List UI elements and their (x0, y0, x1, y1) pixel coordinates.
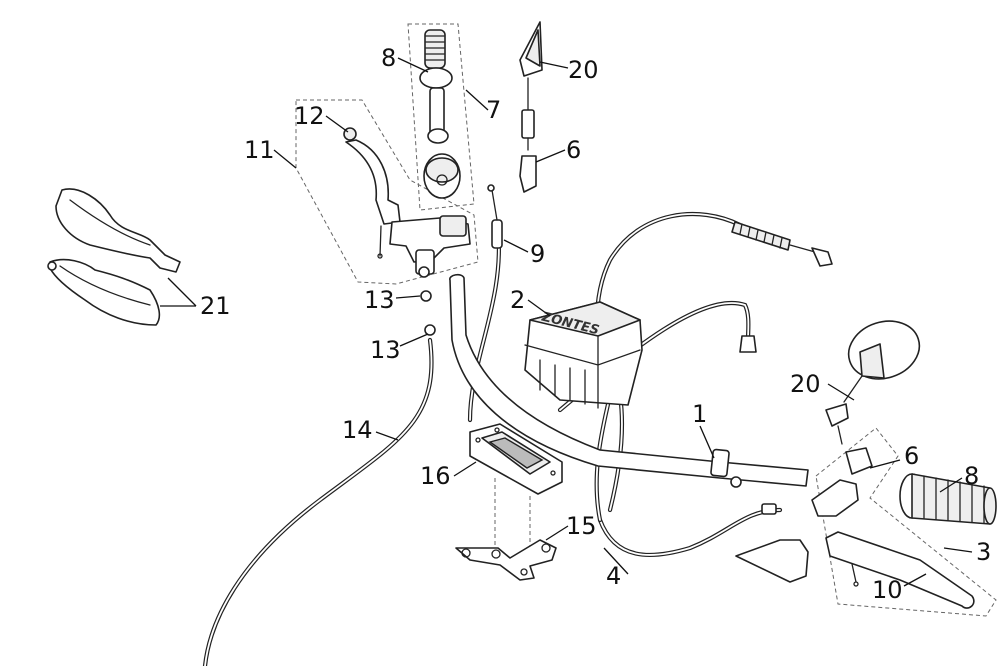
callout-16: 16 (420, 462, 451, 490)
callout-20-top: 20 (568, 56, 599, 84)
mount-bracket (455, 539, 557, 581)
callout-9: 9 (530, 240, 545, 268)
callout-15: 15 (566, 512, 597, 540)
callout-7: 7 (486, 96, 501, 124)
callout-12: 12 (294, 102, 325, 130)
top-mirror-assembly (519, 21, 543, 193)
cable-throttle-loop (594, 212, 833, 398)
callout-6-right: 6 (904, 442, 919, 470)
callout-14: 14 (342, 416, 373, 444)
callout-8-top: 8 (381, 44, 396, 72)
callout-10: 10 (872, 576, 903, 604)
right-grip (899, 473, 997, 525)
callout-11: 11 (244, 136, 275, 164)
handlebar (449, 273, 809, 488)
callout-13-lower: 13 (370, 336, 401, 364)
cable-front (607, 392, 625, 513)
callout-21: 21 (200, 292, 231, 320)
throttle-assembly (419, 29, 461, 199)
handguards (47, 188, 181, 326)
right-mirror-assembly (825, 320, 921, 475)
display-unit (469, 423, 563, 495)
group-outlines (295, 23, 997, 617)
callout-8-right: 8 (964, 462, 979, 490)
washers (420, 290, 436, 336)
right-lever-assembly (735, 479, 975, 609)
cable-9 (467, 184, 503, 423)
cable-14 (202, 337, 434, 666)
callout-2: 2 (510, 286, 525, 314)
leader-lines (160, 57, 973, 587)
callout-1: 1 (692, 400, 707, 428)
callout-3: 3 (976, 538, 991, 566)
instrument-cover: ZONTES (524, 301, 643, 409)
callout-20-right: 20 (790, 370, 821, 398)
callout-6-top: 6 (566, 136, 581, 164)
callout-13-upper: 13 (364, 286, 395, 314)
left-lever-assembly (343, 127, 471, 278)
callouts: 8 7 20 6 12 11 9 2 13 13 21 14 16 15 4 1… (200, 44, 991, 604)
callout-4: 4 (606, 562, 621, 590)
